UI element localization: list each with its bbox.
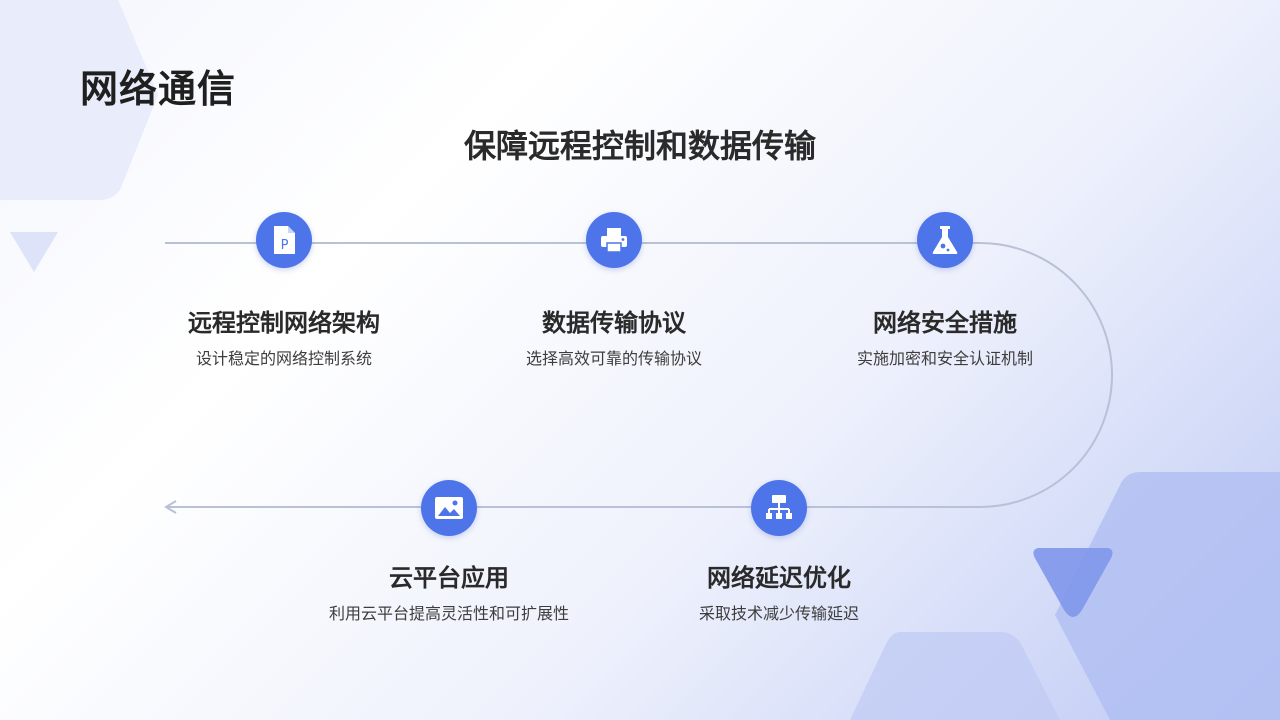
step-1-description: 设计稳定的网络控制系统 [195,349,372,368]
page-subtitle: 保障远程控制和数据传输 [463,127,816,165]
step-2-icon [586,212,642,268]
flask-icon [932,226,958,254]
step-4-description: 采取技术减少传输延迟 [698,604,859,623]
page-title: 网络通信 [80,67,237,111]
step-3-description: 实施加密和安全认证机制 [856,349,1033,368]
step-1-icon: P [256,212,312,268]
step-4-title: 网络延迟优化 [707,564,851,592]
image-icon [435,497,463,519]
svg-text:P: P [281,238,289,253]
network-diagram-icon [766,495,792,519]
step-2-title: 数据传输协议 [542,309,686,337]
step-2-description: 选择高效可靠的传输协议 [525,349,702,368]
document-p-icon: P [274,226,295,254]
step-3-icon [917,212,973,268]
step-5-icon [421,480,477,536]
step-3-title: 网络安全措施 [873,309,1017,337]
step-1-title: 远程控制网络架构 [188,309,380,337]
step-5-title: 云平台应用 [389,564,509,592]
step-5-description: 利用云平台提高灵活性和可扩展性 [328,604,569,623]
printer-icon [601,228,627,253]
arrow-head-icon [164,500,177,514]
step-4-icon [751,480,807,536]
